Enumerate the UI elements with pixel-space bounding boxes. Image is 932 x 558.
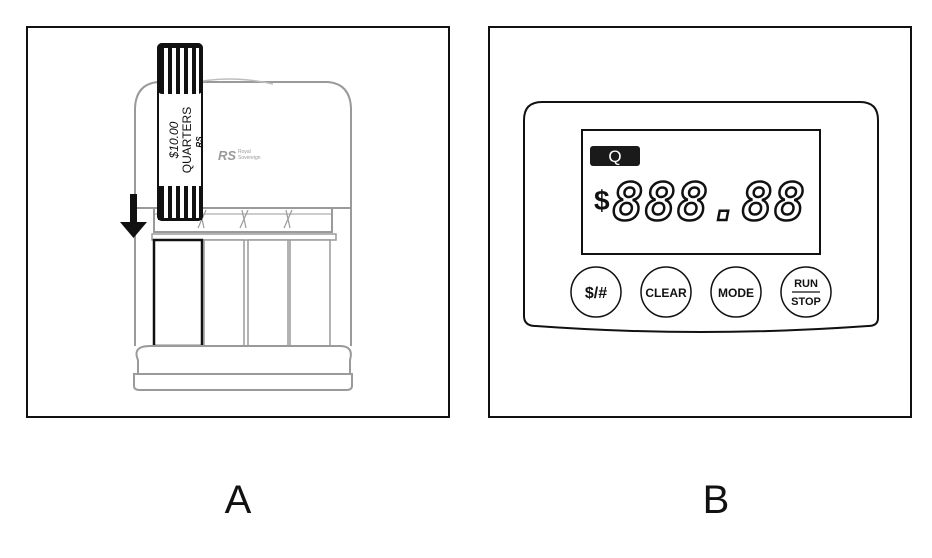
lcd-readout: 888.88	[612, 173, 806, 233]
machine-logo-brand-line1: Royal	[238, 149, 251, 155]
coin-sorter-illustration: RS Royal Sovereign	[120, 43, 353, 391]
run-stop-button-label-bottom: STOP	[791, 296, 821, 308]
coin-roll-logo: RS	[195, 136, 204, 148]
coin-tube-highlighted	[152, 238, 204, 348]
run-stop-button-label-top: RUN	[794, 278, 818, 290]
coin-tube	[203, 239, 245, 347]
panel-label-b: B	[702, 478, 730, 522]
machine-base	[135, 345, 352, 375]
currency-symbol: $	[594, 185, 610, 216]
panel-a-coin-sorter: RS Royal Sovereign	[26, 26, 450, 418]
machine-logo-brand-line2: Sovereign	[238, 155, 261, 161]
coin-roll: $10.00 QUARTERS RS	[157, 43, 204, 221]
clear-button[interactable]: CLEAR	[640, 266, 692, 318]
run-stop-button[interactable]: RUN STOP	[780, 266, 832, 318]
coin-roll-value: $10.00	[167, 121, 181, 159]
coin-tube	[247, 239, 289, 347]
coin-roll-denomination: QUARTERS	[180, 107, 194, 173]
arrow-down-icon	[120, 194, 147, 238]
mode-button[interactable]: MODE	[710, 266, 762, 318]
dollar-count-button-label: $/#	[585, 285, 607, 302]
coin-tube	[289, 239, 331, 347]
machine-logo-mark: RS	[218, 148, 236, 163]
control-panel-illustration: Q $ 888.88 $/# CLEAR MODE RUN STOP	[523, 101, 879, 333]
panel-b-control-panel: Q $ 888.88 $/# CLEAR MODE RUN STOP	[488, 26, 912, 418]
panel-label-a: A	[224, 478, 252, 522]
mode-button-label: MODE	[718, 286, 754, 300]
dollar-count-button[interactable]: $/#	[570, 266, 622, 318]
clear-button-label: CLEAR	[645, 286, 687, 300]
mode-badge	[590, 146, 640, 166]
machine-brand-logo: RS Royal Sovereign	[218, 148, 261, 163]
mode-badge-text: Q	[608, 147, 621, 166]
